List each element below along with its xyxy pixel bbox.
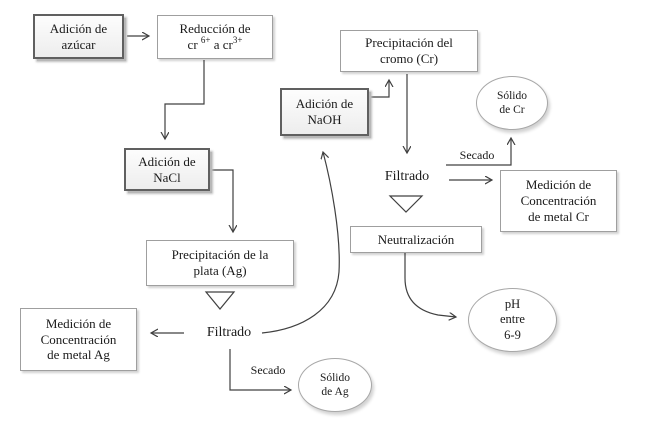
elbow-nacl-to-precipitacion-plata [211,169,233,232]
node-line: Concentración [520,193,597,209]
node-precipitacion-cromo: Precipitación del cromo (Cr) [340,30,478,72]
formula-superscript: 3+ [232,34,243,45]
node-line: de Ag [321,386,349,398]
node-line: azúcar [61,36,96,52]
node-solido-ag: Sólido de Ag [298,358,372,412]
node-line: Medición de [45,315,112,331]
node-precipitacion-plata: Precipitación de la plata (Ag) [146,240,294,286]
node-line: de metal Ag [47,347,110,363]
node-medicion-ag: Medición de Concentración de metal Ag [20,308,137,371]
curve-neutralizacion-to-ph [404,253,456,317]
node-line: cromo (Cr) [379,51,439,66]
node-line: Precipitación del [365,35,453,51]
curve-filtrado-ag-to-naoh [261,152,340,334]
elbow-reduccion-to-nacl [165,60,205,139]
formula-superscript: 6+ [200,34,211,45]
label-text: Secado [250,362,286,377]
elbow-naoh-to-precipitacion-cromo [370,80,389,98]
elbow-filtrado-cr-secado-to-solido-cr [446,138,511,166]
node-neutralizacion: Neutralización [350,226,482,253]
label-filtrado-cr: Filtrado [368,166,446,188]
node-line: Neutralización [377,231,455,247]
open-triangle-filtrado-to-neutralizacion [388,195,424,213]
node-line: Adición de [295,96,354,112]
node-adicion-nacl: Adición de NaCl [124,148,210,191]
node-reduccion-cr: Reducción de cr 6+ a cr3+ [157,15,273,59]
node-medicion-cr: Medición de Concentración de metal Cr [500,170,617,232]
label-secado-ag: Secado [236,362,300,378]
label-secado-cr: Secado [445,147,509,163]
open-triangle-plata-to-filtrado [204,291,236,310]
formula-text: a cr [210,37,233,52]
formula-text: cr [187,37,201,52]
node-ph-entre-6-9: pH entre 6-9 [468,288,557,352]
label-text: Filtrado [384,169,430,184]
node-line: de metal Cr [528,208,589,224]
node-line: Concentración [40,331,117,347]
node-line: 6-9 [504,327,521,342]
node-line: plata (Ag) [193,263,247,278]
node-line: de Cr [499,104,525,116]
node-solido-cr: Sólido de Cr [476,76,548,130]
label-filtrado-ag: Filtrado [190,322,268,344]
node-line: NaOH [307,112,342,127]
node-line: Sólido [496,89,528,102]
node-adicion-azucar: Adición de azúcar [33,14,124,59]
label-text: Filtrado [206,325,252,340]
node-line: pH [504,297,521,312]
node-line: entre [500,312,525,327]
node-line: Sólido [319,371,351,384]
node-line: Reducción de [179,21,251,37]
node-line: NaCl [153,169,181,185]
elbow-filtrado-ag-secado-to-solido-ag [229,349,291,390]
node-adicion-naoh: Adición de NaOH [280,88,369,136]
node-line: Precipitación de la [171,247,269,263]
node-line-formula: cr 6+ a cr3+ [187,34,243,53]
node-line: Adición de [138,153,196,169]
node-line: Adición de [49,20,108,36]
label-text: Secado [459,147,495,162]
node-line: Medición de [525,177,592,193]
